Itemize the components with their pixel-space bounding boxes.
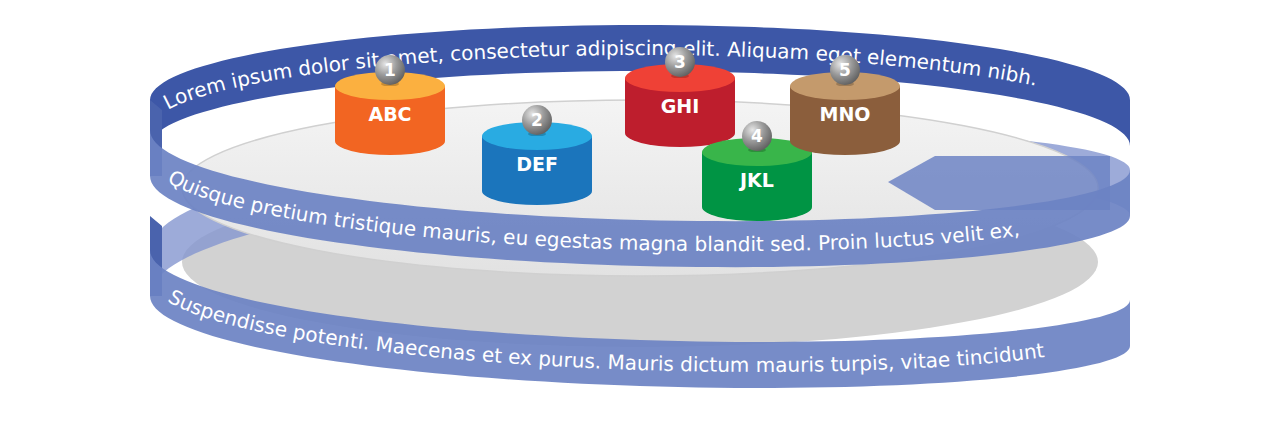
callout-ball: 1 [374, 54, 406, 86]
ball-sphere [375, 55, 405, 85]
node-label: GHI [625, 95, 735, 117]
callout-number: 4 [741, 126, 773, 146]
callout-ball: 4 [741, 120, 773, 152]
node-label: DEF [482, 153, 592, 175]
ribbon-front [150, 250, 1130, 388]
callout-ball: 3 [664, 46, 696, 78]
callout-number: 3 [664, 52, 696, 72]
ball-sphere [665, 47, 695, 77]
ball-sphere [522, 105, 552, 135]
ribbon-text: Lorem ipsum dolor sit amet, consectetur … [159, 36, 1039, 114]
ribbon-text-line: Quisque pretium tristique mauris, eu ege… [164, 165, 1021, 256]
callout-number: 5 [829, 60, 861, 80]
ribbon-text: Quisque pretium tristique mauris, eu ege… [164, 165, 1021, 256]
ribbon-front [150, 130, 1130, 267]
callout-ball: 5 [829, 54, 861, 86]
callout-number: 1 [374, 60, 406, 80]
ribbon-text-line: Suspendisse potenti. Maecenas et ex puru… [164, 284, 1046, 377]
callout-number: 2 [521, 110, 553, 130]
callout-ball: 2 [521, 104, 553, 136]
node-label: ABC [335, 103, 445, 125]
ball-sphere [742, 121, 772, 151]
ribbon-text-line: Lorem ipsum dolor sit amet, consectetur … [159, 36, 1039, 114]
node-label: MNO [790, 103, 900, 125]
node-label: JKL [702, 169, 812, 191]
ribbon-back [150, 25, 1130, 146]
ribbon-text: Suspendisse potenti. Maecenas et ex puru… [164, 284, 1046, 377]
ball-sphere [830, 55, 860, 85]
